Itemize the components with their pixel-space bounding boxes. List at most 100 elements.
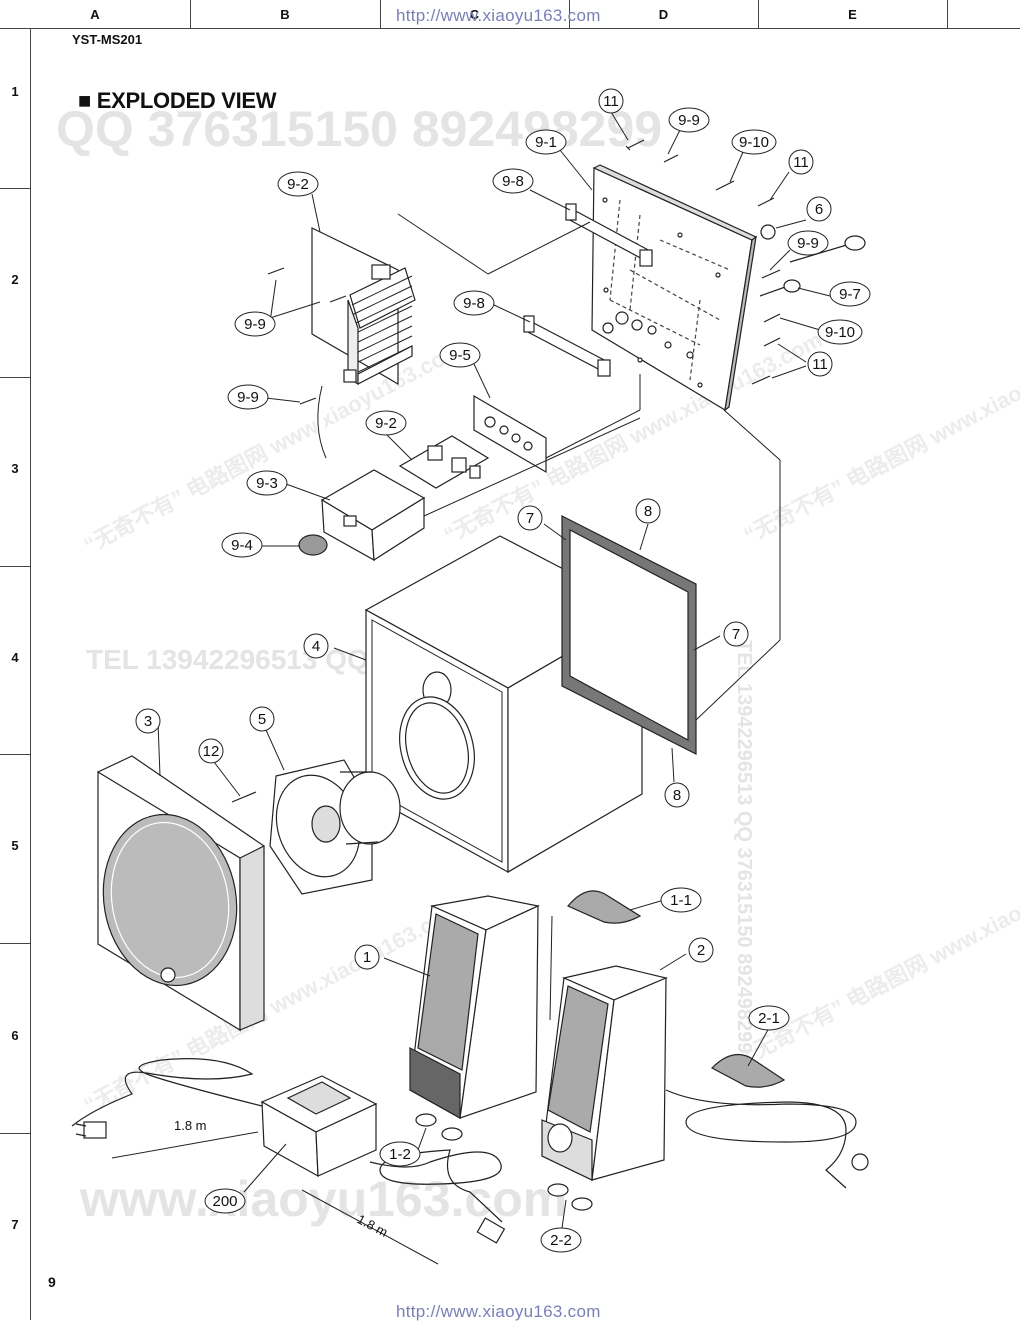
- callout-5: 5: [249, 706, 275, 732]
- model-number: YST-MS201: [72, 32, 143, 47]
- callout-label: 2: [697, 942, 705, 959]
- callout-label: 2-1: [758, 1010, 780, 1027]
- dc-cord-length: 1.8 m: [355, 1211, 391, 1240]
- callout-label: 9-4: [231, 537, 253, 554]
- callout-label: 9-1: [535, 134, 557, 151]
- grid-column-b: B: [190, 0, 381, 28]
- callout-9-4: 9-4: [221, 532, 263, 558]
- callout-label: 5: [258, 711, 266, 728]
- callout-200: 200: [204, 1188, 246, 1214]
- callout-1-2: 1-2: [379, 1141, 421, 1167]
- speaker-stand-1: [567, 890, 642, 924]
- callout-label: 6: [815, 201, 823, 218]
- grid-row-4: 4: [11, 650, 19, 665]
- callout-label: 9-10: [825, 324, 855, 341]
- grid-row-divider: [0, 943, 30, 944]
- callout-label: 1-2: [389, 1146, 411, 1163]
- callout-label: 9-9: [244, 316, 266, 333]
- grid-row-1: 1: [11, 84, 19, 99]
- source-url-top[interactable]: http://www.xiaoyu163.com: [396, 6, 601, 25]
- grid-row-5: 5: [11, 838, 19, 853]
- callout-9-9: 9-9: [787, 230, 829, 256]
- callout-label: 9-10: [739, 134, 769, 151]
- grid-row-divider: [0, 377, 30, 378]
- watermark-site: www.xiaoyu163.com: [80, 1171, 568, 1227]
- callout-label: 1: [363, 949, 371, 966]
- page-number: 9: [48, 1274, 56, 1290]
- grid-column-c: C: [380, 0, 570, 28]
- column-label: D: [658, 7, 669, 22]
- grid-row-divider: [0, 188, 30, 189]
- speaker-stand-2: [711, 1053, 786, 1088]
- grid-top-border: [0, 28, 1020, 29]
- screw-icons: [231, 139, 866, 803]
- callout-9-5: 9-5: [439, 342, 481, 368]
- callout-label: 9-8: [463, 295, 485, 312]
- callout-12: 12: [198, 738, 224, 764]
- column-label: A: [90, 7, 100, 22]
- volume-knob-part: [298, 534, 328, 556]
- column-label: C: [469, 7, 480, 22]
- callout-2-1: 2-1: [748, 1005, 790, 1031]
- leader-lines: [157, 111, 831, 1229]
- callout-9-7: 9-7: [829, 281, 871, 307]
- grid-row-divider: [0, 566, 30, 567]
- grid-row-6: 6: [11, 1028, 19, 1043]
- grid-left-border: [30, 28, 31, 1320]
- heatsink-board: [311, 227, 416, 386]
- callout-label: 4: [312, 638, 320, 655]
- bracket-lower: [523, 315, 611, 377]
- callout-8: 8: [664, 782, 690, 808]
- callout-label: 9-2: [375, 415, 397, 432]
- rubber-feet: [415, 1113, 593, 1211]
- callout-label: 9-9: [237, 389, 259, 406]
- grid-column-a: A: [0, 0, 191, 28]
- callout-label: 9-5: [449, 347, 471, 364]
- connector-plate: [473, 394, 547, 474]
- callout-label: 3: [144, 713, 152, 730]
- callout-label: 7: [732, 626, 740, 643]
- callout-9-2: 9-2: [277, 171, 319, 197]
- callout-label: 12: [203, 743, 220, 760]
- volume-control-box: [320, 469, 426, 562]
- gasket-frame: [561, 515, 697, 755]
- callouts: 11 9-9 9-1 9-10 11 9-8 9-2 6 9-9 9-7 9-9…: [135, 88, 871, 1253]
- callout-label: 1-1: [670, 892, 692, 909]
- callout-label: 9-7: [839, 286, 861, 303]
- bracket-upper: [565, 203, 653, 267]
- callout-9-8: 9-8: [492, 168, 534, 194]
- woofer-driver: [269, 759, 401, 895]
- callout-label: 9-3: [256, 475, 278, 492]
- callout-9-3: 9-3: [246, 470, 288, 496]
- callout-label: 200: [212, 1193, 237, 1210]
- callout-7: 7: [723, 621, 749, 647]
- callout-11: 11: [598, 88, 624, 114]
- callout-9-9: 9-9: [227, 384, 269, 410]
- front-grille: [97, 755, 265, 1032]
- grid-row-divider: [0, 1133, 30, 1134]
- rear-panel-part: [591, 164, 758, 412]
- dimension-lines: [111, 1131, 439, 1265]
- grid-row-7: 7: [11, 1217, 19, 1232]
- callout-11: 11: [807, 351, 833, 377]
- grid-column-e: E: [758, 0, 948, 28]
- callout-2: 2: [688, 937, 714, 963]
- callout-4: 4: [303, 633, 329, 659]
- callout-9-8: 9-8: [453, 290, 495, 316]
- callout-9-10: 9-10: [731, 129, 777, 155]
- column-label: B: [280, 7, 290, 22]
- grid-row-3: 3: [11, 461, 19, 476]
- source-url-bottom[interactable]: http://www.xiaoyu163.com: [396, 1302, 601, 1321]
- callout-11: 11: [788, 149, 814, 175]
- ac-adapter: [71, 1058, 506, 1244]
- callout-label: 9-8: [502, 173, 524, 190]
- callout-label: 11: [793, 154, 809, 171]
- callout-label: 9-9: [797, 235, 819, 252]
- callout-label: 8: [673, 787, 681, 804]
- grid-row-divider: [0, 754, 30, 755]
- speaker-cable-right: [665, 1089, 869, 1189]
- satellite-speaker-left: [409, 895, 540, 1120]
- callout-1-1: 1-1: [660, 887, 702, 913]
- grid-row-2: 2: [11, 272, 19, 287]
